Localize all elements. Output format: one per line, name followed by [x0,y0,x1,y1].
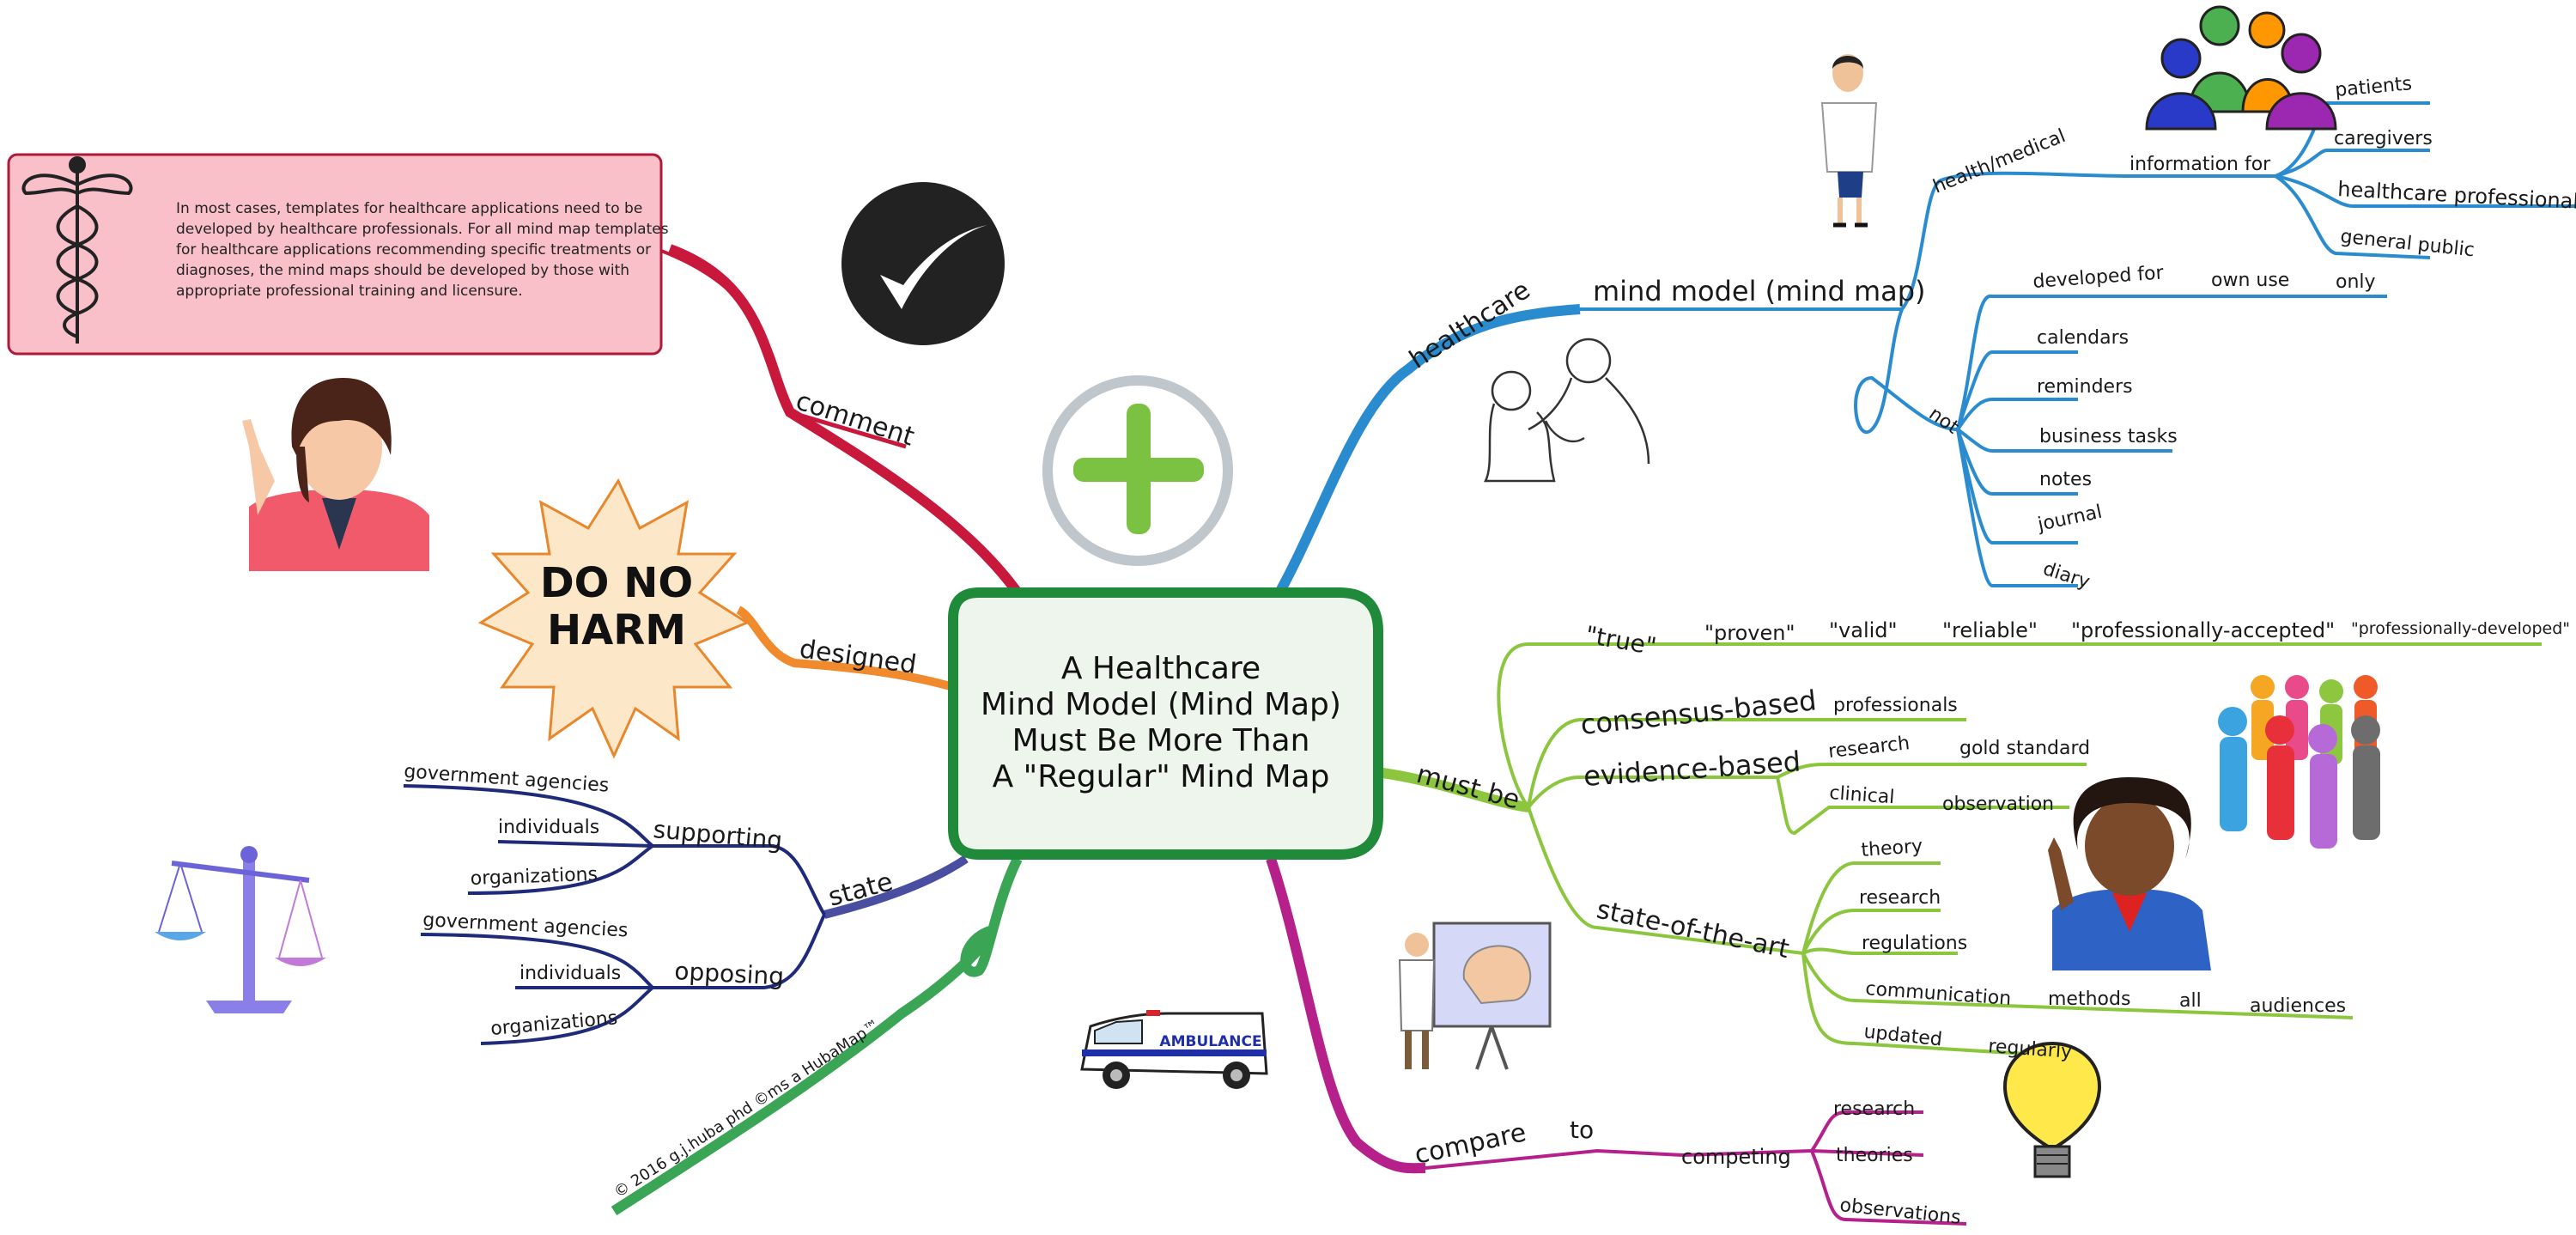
ambulance-icon: AMBULANCE [1080,1010,1268,1089]
note-line-3: for healthcare applications recommending… [176,241,651,259]
not-item-notes: notes [2039,469,2092,490]
must-be-professionally-developed: "professionally-developed" [2351,619,2570,638]
not-item-calendars: calendars [2037,327,2129,349]
must-be-reliable: "reliable" [1942,618,2038,642]
evidence-based-label: evidence-based [1583,745,1801,793]
supporting-item-3: organizations [470,864,598,890]
must-be-valid: "valid" [1829,618,1898,642]
plus-icon [1042,375,1233,566]
central-node-box [948,587,1383,860]
not-item-reminders: reminders [2037,376,2133,398]
audiences-label: audiences [2250,995,2346,1017]
branch-comment-label: comment [793,386,919,452]
not-item-journal: journal [2035,502,2104,536]
checkmark-icon [841,182,1005,345]
not-item-diary: diary [2040,558,2093,593]
doctor-icon [1820,54,1878,228]
note-line-4: diagnoses, the mind maps should be devel… [176,262,629,279]
lightbulb-icon [2002,1041,2102,1178]
state-of-the-art-label: state-of-the-art [1594,895,1792,965]
comment-branch [660,244,1022,596]
only-label: only [2336,271,2376,293]
designed-branch [736,605,955,691]
own-use-label: own use [2211,270,2289,291]
comment-note[interactable]: In most cases, templates for healthcare … [7,153,669,356]
note-line-5: appropriate professional training and li… [176,283,523,300]
people-group-icon [2145,5,2337,131]
gold-standard-label: gold standard [1959,738,2090,759]
mind-model-label: mind model (mind map) [1593,275,1926,307]
state-supporting-label: supporting [652,815,783,855]
must-be-professionally-accepted: "professionally-accepted" [2071,618,2335,642]
compare-branch [1266,857,1967,1226]
opposing-item-1: government agencies [422,910,629,941]
developed-for-label: developed for [2032,262,2166,293]
compare-item-theories: theories [1836,1145,1913,1166]
must-be-branch [1382,642,2542,1058]
central-title-line-2: Mind Model (Mind Map) [981,687,1341,722]
all-label: all [2179,990,2202,1012]
state-opposing-label: opposing [674,957,785,991]
branch-healthcare-label: healthcare [1404,275,1535,374]
crowd-icon [2218,675,2380,849]
professionals-label: professionals [1833,695,1958,716]
ambulance-label: AMBULANCE [1159,1033,1261,1050]
woman-pointing-icon [242,378,429,571]
must-be-proven: "proven" [1704,621,1795,645]
copyright-branch [611,856,1023,1216]
audience-caregivers: caregivers [2334,128,2433,149]
central-title-line-1: A Healthcare [1061,651,1261,686]
consensus-based-label: consensus-based [1579,684,1818,741]
compare-item-research: research [1833,1098,1915,1120]
central-node[interactable]: A Healthcare Mind Model (Mind Map) Must … [948,587,1383,860]
note-line-1: In most cases, templates for healthcare … [176,200,642,217]
state-branch [403,784,969,1045]
soa-regulations: regulations [1862,933,1967,954]
must-be-true: "true" [1583,620,1659,660]
brain-presentation-icon [1398,922,1552,1070]
copyright-label: © 2016 g.j.huba phd ©ms a HubaMap™ [611,1016,883,1202]
health-medical-label: health/medical [1930,125,2069,198]
compare-item-observations: observations [1838,1195,1961,1229]
evidence-research-label: research [1827,733,1911,763]
harm-line-2: HARM [547,606,686,654]
stethoscope-exam-icon [1483,338,1650,483]
branch-must-be-label: must be [1413,759,1523,816]
methods-label: methods [2048,989,2130,1010]
audience-patients: patients [2334,73,2413,101]
soa-research: research [1859,887,1941,909]
opposing-item-2: individuals [519,963,621,984]
central-title-line-4: A "Regular" Mind Map [993,759,1330,794]
do-no-harm-badge: DO NO HARM [477,478,750,759]
healthcare-branch [1274,101,2576,595]
woman-presenter-icon [2048,777,2211,970]
clinical-label: clinical [1829,782,1896,808]
observation-label: observation [1942,794,2054,815]
competing-label: competing [1681,1145,1791,1169]
audience-healthcare-professionals: healthcare professionals [2337,177,2576,214]
information-for-label: information for [2129,154,2271,175]
compare-to-label: to [1570,1116,1594,1144]
regularly-label: regularly [1988,1036,2073,1063]
supporting-item-2: individuals [498,817,599,838]
note-box [7,153,663,356]
not-item-business-tasks: business tasks [2039,426,2178,447]
soa-theory: theory [1861,836,1923,861]
note-line-2: developed by healthcare professionals. F… [176,221,669,238]
scales-icon [155,846,326,1013]
opposing-item-3: organizations [489,1007,618,1040]
central-title-line-3: Must Be More Than [1012,723,1310,758]
harm-line-1: DO NO [540,559,693,607]
caduceus-icon [21,156,133,344]
